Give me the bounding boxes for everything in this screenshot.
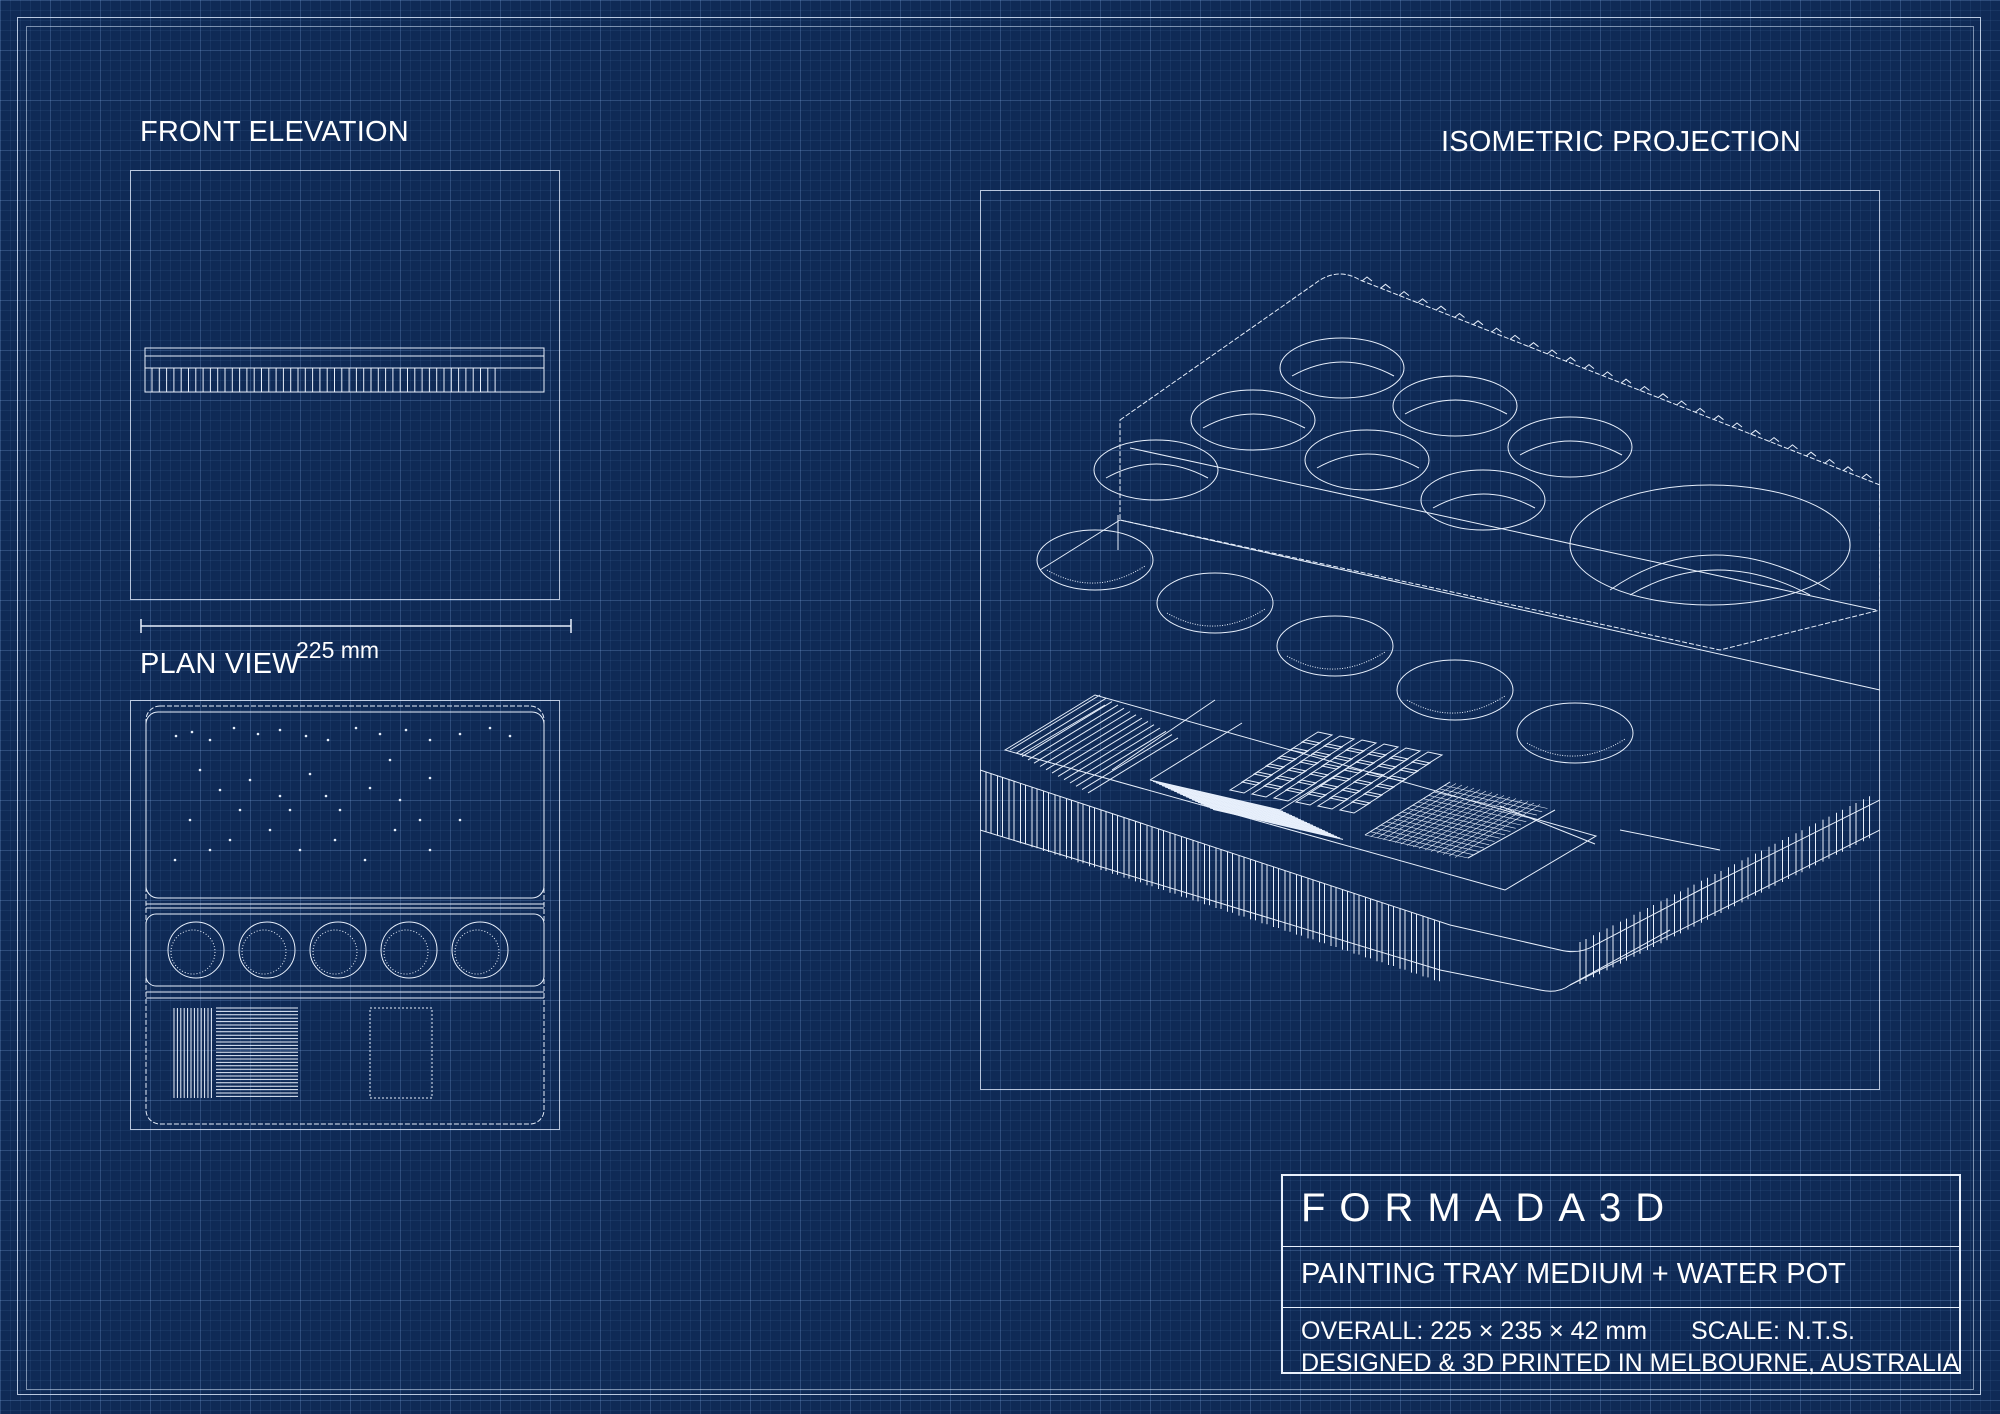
width-dimension-text: 225 mm xyxy=(296,637,380,663)
front-elevation-frame xyxy=(130,170,560,600)
front-elevation-drawing xyxy=(130,170,560,600)
width-dimension-line xyxy=(140,618,572,634)
title-block: FORMADA3D PAINTING TRAY MEDIUM + WATER P… xyxy=(1281,1174,1961,1377)
origin-note: DESIGNED & 3D PRINTED IN MELBOURNE, AUST… xyxy=(1301,1349,1960,1377)
sheet-inner-border xyxy=(26,26,1974,1390)
scale-note: SCALE: N.T.S. xyxy=(1691,1317,1855,1345)
plan-view-drawing xyxy=(130,700,560,1130)
title-block-product-row: PAINTING TRAY MEDIUM + WATER POT xyxy=(1283,1247,1959,1308)
sheet-outer-border xyxy=(17,17,1981,1395)
isometric-frame xyxy=(980,190,1880,1090)
overall-dimensions: OVERALL: 225 × 235 × 42 mm xyxy=(1301,1317,1648,1345)
brand-name: FORMADA3D xyxy=(1301,1186,1679,1230)
isometric-label: ISOMETRIC PROJECTION xyxy=(1441,126,1802,158)
front-elevation-label: FRONT ELEVATION xyxy=(140,116,409,148)
title-block-brand-row: FORMADA3D xyxy=(1283,1176,1959,1247)
plan-view-label: PLAN VIEW xyxy=(140,648,300,680)
product-name: PAINTING TRAY MEDIUM + WATER POT xyxy=(1301,1258,1846,1290)
plan-view-frame xyxy=(130,700,560,1130)
isometric-drawing xyxy=(980,190,1880,1090)
